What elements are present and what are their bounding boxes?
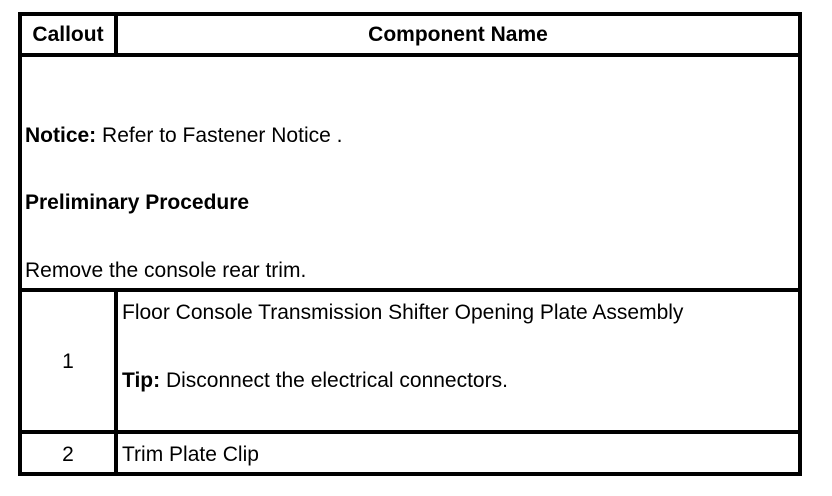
column-divider-header — [114, 12, 118, 57]
column-divider-rows — [114, 288, 118, 476]
tip-body: Disconnect the electrical connectors. — [160, 369, 508, 392]
intro-divider — [18, 288, 802, 292]
notice-text: Notice: Refer to Fastener Notice . — [25, 124, 342, 148]
row-2-callout: 2 — [62, 443, 74, 466]
table-border-bottom — [18, 472, 802, 476]
table-border-top — [18, 12, 802, 16]
table-border-left — [18, 12, 22, 476]
row-2-component-name: Trim Plate Clip — [122, 443, 259, 466]
row-1-component-name: Floor Console Transmission Shifter Openi… — [122, 301, 684, 324]
notice-label: Notice: — [25, 124, 97, 147]
row-divider — [18, 430, 802, 434]
row-1-tip: Tip: Disconnect the electrical connector… — [122, 369, 508, 393]
component-table: Callout Component Name Notice: Refer to … — [18, 12, 802, 476]
header-divider — [18, 53, 802, 57]
notice-body: Refer to Fastener Notice . — [96, 124, 343, 147]
row-1-callout: 1 — [62, 350, 74, 373]
header-component-name: Component Name — [368, 23, 548, 46]
preliminary-step: Remove the console rear trim. — [25, 259, 307, 282]
preliminary-procedure-heading: Preliminary Procedure — [25, 191, 250, 214]
tip-label: Tip: — [122, 369, 161, 392]
header-callout: Callout — [32, 23, 104, 46]
table-border-right — [798, 12, 802, 476]
